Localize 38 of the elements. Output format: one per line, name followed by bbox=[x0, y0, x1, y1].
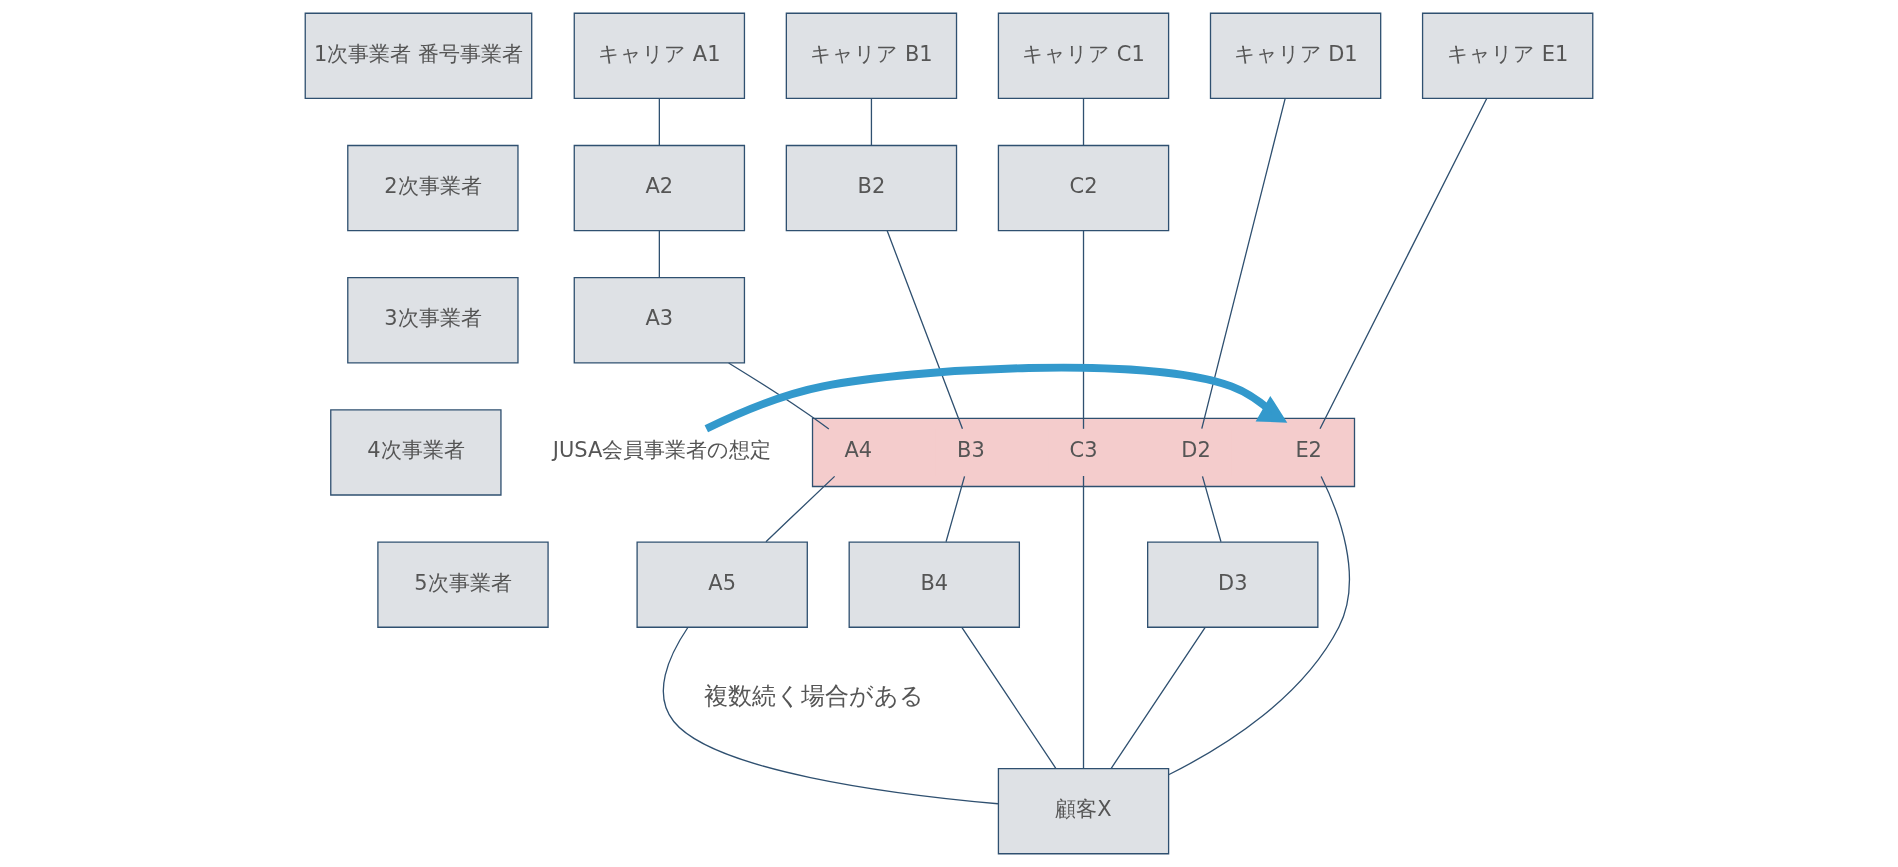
node-box: A5 bbox=[636, 541, 808, 628]
node-box: B4 bbox=[848, 541, 1021, 628]
node-box: キャリア C1 bbox=[997, 12, 1170, 99]
node-box: B2 bbox=[785, 144, 958, 232]
connector bbox=[1110, 626, 1206, 770]
node-text: A4 bbox=[844, 438, 873, 463]
node-box: 1次事業者 番号事業者 bbox=[304, 12, 533, 99]
node-box: キャリア D1 bbox=[1209, 12, 1382, 99]
node-box: 2次事業者 bbox=[347, 144, 519, 232]
connector bbox=[658, 230, 660, 279]
node-box: 顧客X bbox=[997, 768, 1170, 855]
node-box: D3 bbox=[1147, 541, 1319, 628]
node-box: C2 bbox=[997, 144, 1170, 232]
connector bbox=[1082, 475, 1085, 769]
connector bbox=[727, 362, 830, 430]
node-text: JUSA会員事業者の想定 bbox=[552, 438, 772, 463]
node-text: B3 bbox=[957, 438, 985, 463]
node-box: キャリア E1 bbox=[1421, 12, 1594, 99]
connector bbox=[1082, 97, 1085, 146]
node-box: A3 bbox=[573, 277, 746, 364]
connector bbox=[870, 97, 873, 146]
node-box: 4次事業者 bbox=[330, 409, 502, 496]
label: 複数続く場合がある bbox=[703, 681, 924, 710]
node-text: E2 bbox=[1295, 438, 1322, 463]
node-box: A2 bbox=[573, 144, 746, 232]
connector bbox=[662, 626, 999, 805]
node-text: D2 bbox=[1181, 438, 1211, 463]
node-box: キャリア B1 bbox=[785, 12, 958, 99]
node-box: 5次事業者 bbox=[377, 541, 549, 628]
node-box: 3次事業者 bbox=[347, 277, 519, 364]
connector bbox=[1082, 230, 1085, 430]
connector bbox=[765, 475, 836, 543]
connector bbox=[658, 97, 660, 146]
arrow bbox=[704, 363, 1288, 433]
node-text: C3 bbox=[1069, 438, 1098, 463]
cluster bbox=[811, 417, 1356, 488]
node-box: キャリア A1 bbox=[573, 12, 746, 99]
connector bbox=[961, 626, 1057, 770]
